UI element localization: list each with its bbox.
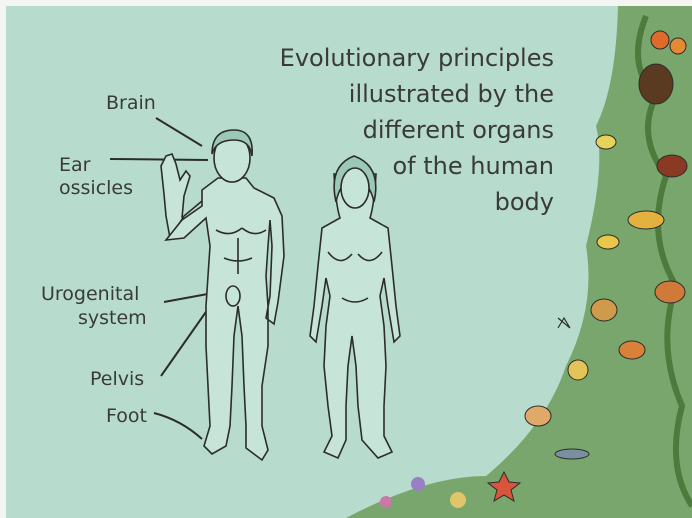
coral-icon <box>450 492 466 508</box>
coral-icon <box>411 477 425 491</box>
nature-border <box>346 6 692 518</box>
snail-icon <box>568 360 588 380</box>
fish-icon <box>555 449 589 459</box>
bird-icon <box>596 135 616 149</box>
female-head <box>341 168 369 208</box>
squirrel-icon <box>657 155 687 177</box>
illustration-panel: Evolutionary principles illustrated by t… <box>6 6 692 518</box>
coral-icon <box>380 496 392 508</box>
bird-icon <box>628 211 664 229</box>
male-body <box>166 178 284 460</box>
orange-fruit-icon <box>651 31 669 49</box>
insect-icon <box>558 318 570 328</box>
orange-fruit-icon <box>670 38 686 54</box>
monkey-icon <box>639 64 673 104</box>
shell-icon <box>655 281 685 303</box>
leader-line-foot <box>154 413 202 439</box>
crab-icon <box>619 341 645 359</box>
leader-line-pelvis <box>161 309 208 376</box>
turtle-icon <box>591 299 617 321</box>
figure-drawing <box>6 6 692 518</box>
leader-line-brain <box>156 118 202 146</box>
female-body <box>310 174 400 458</box>
fish-icon <box>525 406 551 426</box>
male-groin <box>226 286 240 306</box>
female-figure <box>310 156 400 458</box>
bird-icon <box>597 235 619 249</box>
leader-line-ear <box>110 159 208 160</box>
male-figure <box>161 130 284 460</box>
